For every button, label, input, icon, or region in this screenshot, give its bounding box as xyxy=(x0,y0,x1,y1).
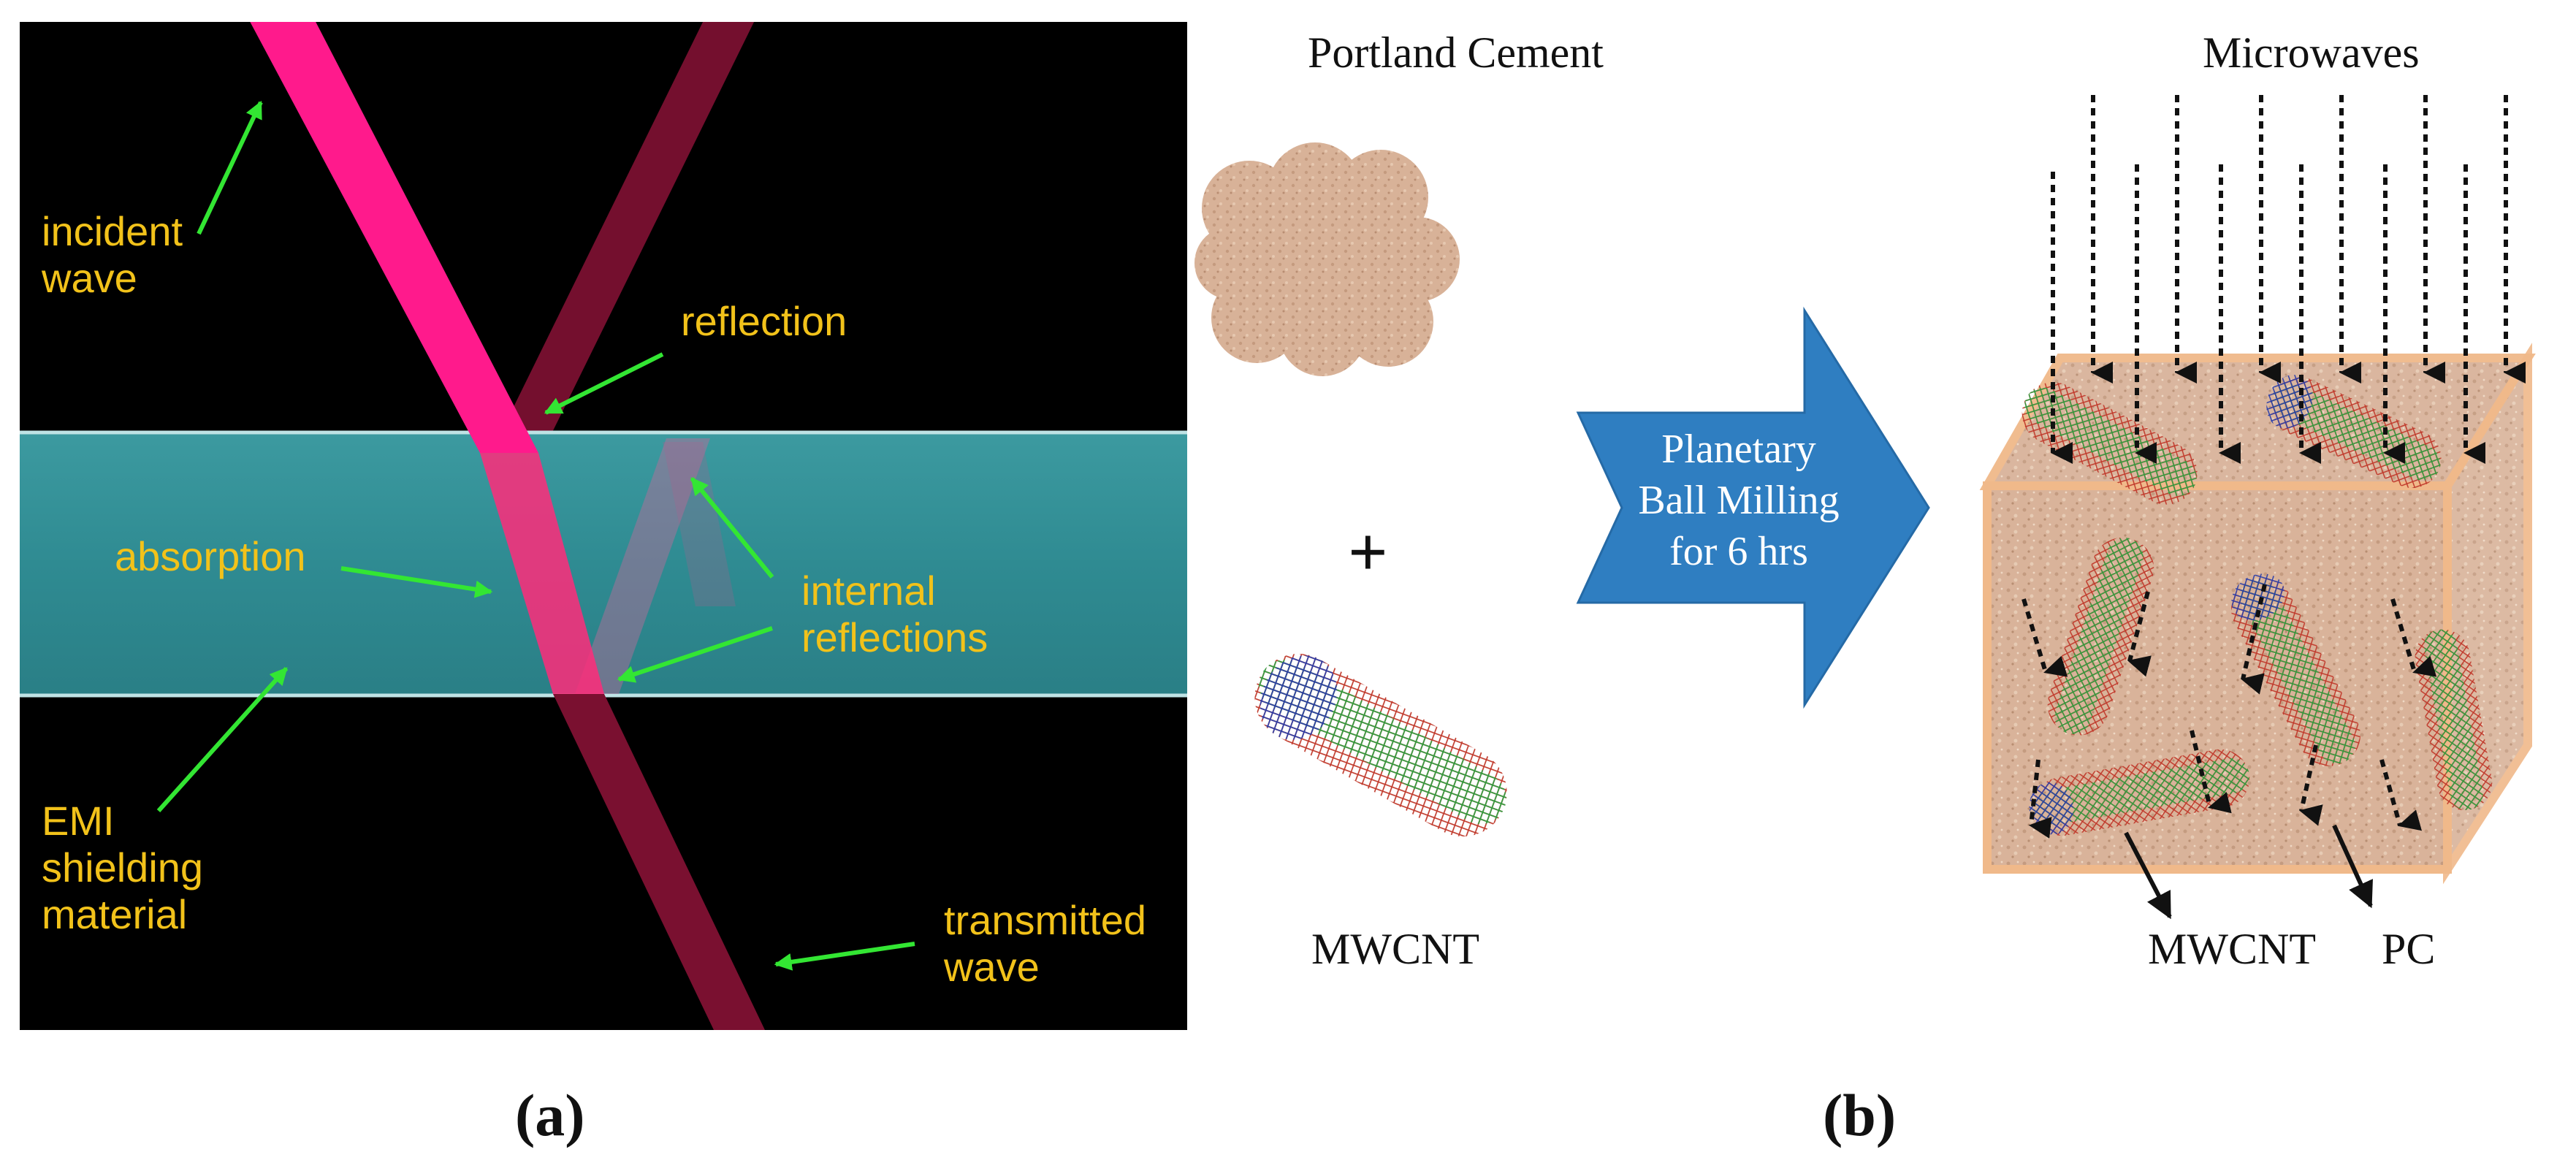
transmitted-beam xyxy=(553,694,765,1030)
incident-beam xyxy=(250,22,538,453)
microwave-arrows xyxy=(2021,95,2526,839)
process-line-1: Planetary xyxy=(1661,427,1816,472)
composite-box xyxy=(1979,95,2536,920)
internal-pointer-upper xyxy=(690,477,774,579)
caption-b: (b) xyxy=(1823,1082,1897,1148)
reflected-beam xyxy=(491,22,755,453)
pc-pointer xyxy=(2332,824,2373,909)
ball-milling-arrow xyxy=(1576,306,1930,709)
absorption-pointer xyxy=(340,566,493,598)
transmitted-pointer xyxy=(774,942,915,971)
reflection-label: reflection xyxy=(681,298,847,344)
emi-diagram-graphic xyxy=(20,22,1187,1030)
absorption-label: absorption xyxy=(115,533,306,579)
portland-cement-label: Portland Cement xyxy=(1308,28,1604,77)
box-mwcnt-label: MWCNT xyxy=(2148,925,2316,973)
process-line-3: for 6 hrs xyxy=(1669,529,1808,574)
embedded-nanotubes xyxy=(2021,375,2493,836)
transmitted-wave-label: transmitted wave xyxy=(944,897,1146,990)
incident-pointer xyxy=(197,100,263,235)
internal-pointer-lower xyxy=(617,626,773,683)
emi-pointer xyxy=(156,666,289,813)
box-pc-label: PC xyxy=(2382,925,2436,973)
emi-shielding-diagram: incident wave reflection absorption inte… xyxy=(20,22,1187,1030)
internal-reflection-beam xyxy=(575,438,710,694)
caption-a: (a) xyxy=(515,1082,585,1148)
mwcnt-pointer xyxy=(2124,831,2172,920)
incident-wave-label: incident wave xyxy=(42,208,183,301)
plus-sign: + xyxy=(1348,513,1388,591)
shielding-material-slab xyxy=(20,432,1187,695)
mwcnt-label: MWCNT xyxy=(1311,925,1479,973)
emi-shielding-material-label: EMI shielding material xyxy=(42,798,204,937)
process-line-2: Ball Milling xyxy=(1638,478,1840,523)
microwaves-label: Microwaves xyxy=(2203,28,2420,77)
portland-cement-cloud xyxy=(1194,142,1460,376)
reflection-pointer xyxy=(544,352,664,415)
internal-reflections-label: internal reflections xyxy=(801,568,988,660)
mwcnt-tube xyxy=(1254,654,1507,836)
absorbed-beam xyxy=(480,453,604,694)
